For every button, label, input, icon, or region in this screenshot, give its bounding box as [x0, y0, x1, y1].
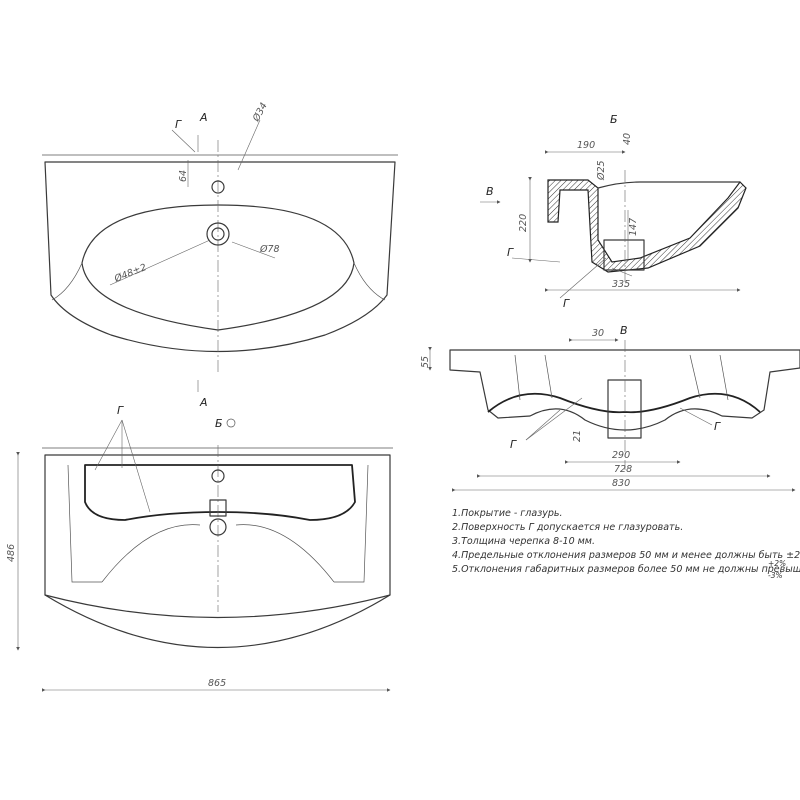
drain-inner	[211, 227, 225, 241]
front-outline	[449, 349, 800, 431]
leader-g-top-3	[121, 419, 151, 513]
front-label-g-left: Г	[510, 438, 517, 451]
leader-g-section2	[511, 257, 561, 263]
dim-21: 21	[572, 430, 583, 442]
note-3: 3.Толщина черепка 8-10 мм.	[452, 536, 595, 547]
dim-147: 147	[628, 218, 639, 236]
top-label-g: Г	[117, 404, 124, 417]
plan-label-b: Б	[215, 417, 223, 430]
view-marker-circle	[226, 418, 236, 428]
leader-g-top-2	[94, 419, 123, 471]
tolerance-plus: +2%	[768, 559, 786, 568]
dim-d34: Ø34	[250, 101, 269, 124]
top-drain	[209, 518, 227, 536]
top-front-curve	[44, 594, 391, 649]
dim-728: 728	[614, 464, 632, 475]
dim-d48: Ø48±2	[112, 262, 148, 285]
top-inner-outline	[84, 464, 356, 521]
drain-outer	[206, 222, 230, 246]
dim-335: 335	[612, 279, 630, 290]
plan-label-a-bottom: А	[199, 396, 208, 409]
section-marker-b	[611, 267, 633, 277]
section-view: 190 40 Ø25 147 220 335 В Г Г Б	[480, 113, 747, 310]
front-drain	[607, 379, 642, 439]
plan-outline	[44, 161, 396, 353]
section-label-b: Б	[610, 113, 618, 126]
notes-block: 1.Покрытие - глазурь. 2.Поверхность Г до…	[452, 508, 800, 580]
leader-d34	[237, 119, 261, 171]
front-ribs	[514, 354, 729, 401]
plan-label-g: Г	[175, 118, 182, 131]
note-2: 2.Поверхность Г допускается не глазурова…	[452, 522, 683, 533]
tap-hole	[211, 180, 225, 194]
front-view: 30 55 21 290 728 830 В Г Г	[420, 324, 800, 492]
top-tap-hole	[211, 469, 225, 483]
front-bowl-curve	[487, 392, 761, 414]
top-outline	[44, 454, 391, 619]
front-label-v: В	[620, 324, 628, 337]
tolerance-minus: -3%	[768, 571, 783, 580]
dim-d25: Ø25	[596, 160, 607, 181]
top-view: 486 865 Г	[6, 404, 393, 692]
section-rim-top	[597, 181, 741, 189]
plan-label-a: А	[199, 111, 208, 124]
note-1: 1.Покрытие - глазурь.	[452, 508, 563, 519]
dim-220: 220	[518, 214, 529, 232]
note-4: 4.Предельные отклонения размеров 50 мм и…	[452, 550, 800, 561]
dim-865: 865	[208, 678, 226, 689]
top-bowl-edges	[101, 524, 335, 583]
dim-d78: Ø78	[259, 244, 280, 255]
section-label-v: В	[486, 185, 494, 198]
plan-bowl-wing-left	[51, 262, 83, 301]
dim-40: 40	[622, 133, 633, 145]
top-overflow	[209, 499, 227, 517]
plan-view: Г А А Б Ø34 Ø78 Ø48±2 64	[42, 101, 398, 430]
dim-290: 290	[612, 450, 630, 461]
leader-g-front-left	[525, 397, 583, 441]
leader-g-front-left2	[525, 409, 561, 441]
dim-486: 486	[6, 544, 17, 562]
dim-30: 30	[592, 328, 604, 339]
note-5: 5.Отклонения габаритных размеров более 5…	[452, 564, 800, 575]
front-label-g-right: Г	[714, 420, 721, 433]
dim-830: 830	[612, 478, 630, 489]
dim-190: 190	[577, 140, 595, 151]
top-side-walls	[67, 464, 369, 583]
leader-g-section	[559, 257, 607, 299]
plan-bowl-wing-right	[353, 262, 386, 301]
leader-d48	[109, 239, 211, 286]
dim-55: 55	[420, 356, 431, 368]
leader-d78	[231, 241, 276, 259]
section-label-g: Г	[507, 246, 514, 259]
leader-g-front-right	[679, 407, 713, 426]
leader-g-plan	[171, 129, 196, 153]
section-drain-pipe	[603, 239, 645, 271]
section-label-g2: Г	[563, 297, 570, 310]
section-body	[547, 179, 747, 273]
dim-64: 64	[178, 170, 189, 182]
